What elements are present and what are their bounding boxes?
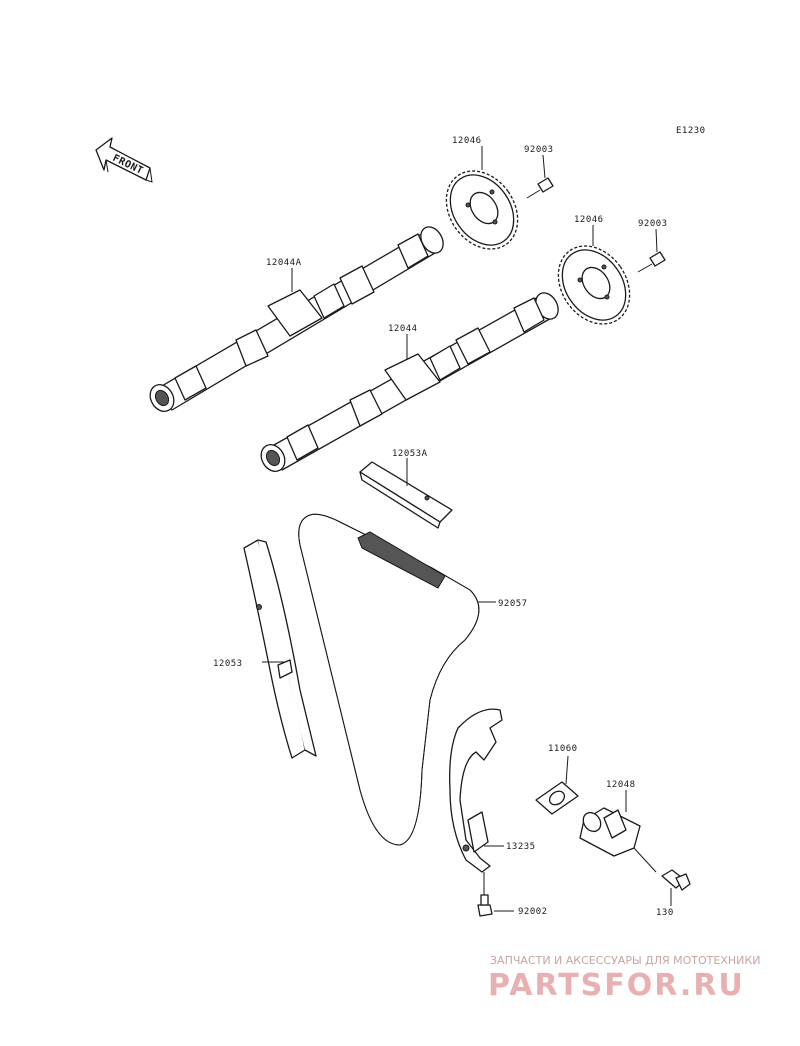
label-13235: 13235 <box>506 842 536 852</box>
label-12053A: 12053A <box>392 449 428 459</box>
label-92002: 92002 <box>518 907 548 917</box>
camshaft-exhaust <box>260 292 559 472</box>
label-11060: 11060 <box>548 744 578 754</box>
bolt-guide-icon <box>477 872 493 917</box>
label-12044A: 12044A <box>266 258 302 268</box>
front-arrow-icon: FRONT <box>95 137 153 183</box>
label-92003-a: 92003 <box>524 145 554 155</box>
cam-sprocket-lower <box>557 245 631 325</box>
label-12048: 12048 <box>606 780 636 790</box>
diagram-code: E1230 <box>676 126 706 136</box>
label-12044: 12044 <box>388 324 418 334</box>
chain-tensioner <box>579 807 657 873</box>
chain-guide-upper <box>359 461 453 529</box>
label-92057: 92057 <box>498 599 528 609</box>
watermark-tagline: ЗАПЧАСТИ И АКСЕССУАРЫ ДЛЯ МОТОТЕХНИКИ <box>490 954 760 967</box>
label-12053: 12053 <box>213 659 243 669</box>
label-12046-a: 12046 <box>452 136 482 146</box>
label-130: 130 <box>656 908 674 918</box>
chain-guide-rear <box>243 539 317 759</box>
cam-sprocket-upper <box>445 170 519 250</box>
label-12046-b: 12046 <box>574 215 604 225</box>
tensioner-gasket <box>535 781 579 815</box>
watermark-logo: PARTSFOR.RU <box>488 968 745 1003</box>
label-92003-b: 92003 <box>638 219 668 229</box>
camshaft-intake <box>149 226 444 412</box>
bolt-upper-icon <box>526 177 554 199</box>
bolt-tensioner-icon <box>661 869 691 891</box>
cam-chain <box>298 513 480 846</box>
bolt-lower-icon <box>637 251 666 273</box>
chain-guide-front <box>449 708 503 873</box>
